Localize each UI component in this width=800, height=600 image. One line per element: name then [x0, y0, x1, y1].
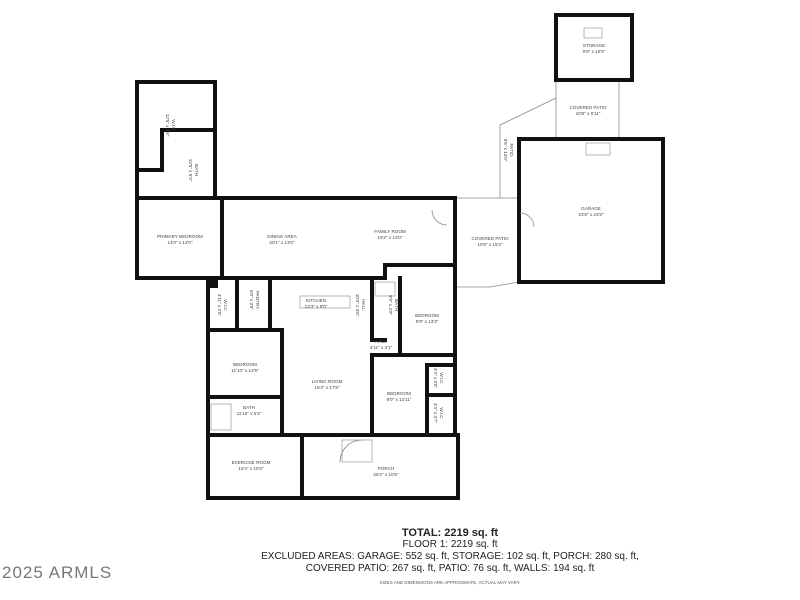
- svg-text:LIVING ROOM: LIVING ROOM: [312, 379, 343, 384]
- storage-fixture: [583, 27, 603, 39]
- svg-text:5'0" x 3'8": 5'0" x 3'8": [249, 290, 254, 310]
- svg-text:W.I.C: W.I.C: [439, 372, 444, 384]
- svg-text:EXERCISE ROOM: EXERCISE ROOM: [232, 460, 271, 465]
- svg-text:15'4" x 17'8": 15'4" x 17'8": [314, 385, 340, 390]
- porch-steps: [341, 439, 373, 463]
- outdoor-outlines: [455, 80, 620, 288]
- bathtub: [210, 403, 232, 431]
- svg-text:GARAGE: GARAGE: [581, 206, 601, 211]
- room-wic-primary: W.I.C12'5" x 9'8": [165, 114, 176, 137]
- svg-text:12'5" x 5'3": 12'5" x 5'3": [188, 159, 193, 182]
- svg-text:PORCH: PORCH: [378, 466, 395, 471]
- svg-text:BEDROOM: BEDROOM: [233, 362, 257, 367]
- svg-text:8'9" x 13'3": 8'9" x 13'3": [416, 319, 439, 324]
- door-swing: [339, 439, 363, 463]
- svg-text:20'1" x 13'0": 20'1" x 13'0": [269, 240, 295, 245]
- excluded-areas-line-2: COVERED PATIO: 267 sq. ft, PATIO: 76 sq.…: [305, 563, 595, 574]
- svg-text:STORAGE: STORAGE: [583, 43, 605, 48]
- svg-text:COVERED PATIO: COVERED PATIO: [569, 105, 607, 110]
- garage-fixture: [585, 142, 611, 156]
- svg-text:FAMILY ROOM: FAMILY ROOM: [374, 229, 406, 234]
- watermark: 2025 ARMLS: [2, 563, 113, 582]
- excluded-areas-line-1: EXCLUDED AREAS: GARAGE: 552 sq. ft, STOR…: [261, 551, 639, 562]
- svg-text:4'4" x 3'7": 4'4" x 3'7": [433, 403, 438, 423]
- svg-text:W.I.C: W.I.C: [171, 119, 176, 131]
- room-wic-3: W.I.C4'4" x 3'7": [433, 403, 444, 423]
- svg-text:11'10" x 12'9": 11'10" x 12'9": [231, 368, 259, 373]
- svg-text:DINING AREA: DINING AREA: [267, 234, 298, 239]
- svg-text:26'2" x 10'9": 26'2" x 10'9": [373, 472, 399, 477]
- svg-text:15'4" x 10'3": 15'4" x 10'3": [238, 466, 264, 471]
- svg-text:8'9" x 4'9": 8'9" x 4'9": [388, 295, 393, 315]
- bathtub: [374, 281, 396, 297]
- svg-text:BATH: BATH: [394, 299, 399, 311]
- svg-text:W.I.C: W.I.C: [439, 407, 444, 419]
- svg-text:4'11" x 3'1": 4'11" x 3'1": [370, 345, 393, 350]
- svg-text:HALL: HALL: [361, 299, 366, 311]
- kitchen-island: [299, 295, 351, 309]
- svg-text:KITCHEN: KITCHEN: [306, 298, 326, 303]
- svg-text:4'11" x 2'8": 4'11" x 2'8": [217, 294, 222, 317]
- svg-text:BATH: BATH: [243, 405, 255, 410]
- svg-text:12'5" x 9'8": 12'5" x 9'8": [165, 114, 170, 137]
- svg-text:HALL: HALL: [375, 339, 387, 344]
- svg-text:9'0" x 12'11": 9'0" x 12'11": [387, 397, 412, 402]
- door-swing: [431, 209, 448, 226]
- svg-text:BATH: BATH: [194, 164, 199, 176]
- svg-text:PATIO: PATIO: [509, 143, 514, 157]
- svg-text:23'8" x 23'3": 23'8" x 23'3": [578, 212, 604, 217]
- svg-text:9'5" x 13'0": 9'5" x 13'0": [503, 139, 508, 162]
- svg-text:BEDROOM: BEDROOM: [387, 391, 411, 396]
- svg-text:10'3" x 3'8": 10'3" x 3'8": [355, 294, 360, 317]
- svg-text:PRIMARY BEDROOM: PRIMARY BEDROOM: [157, 234, 203, 239]
- room-wic-1: W.I.C4'11" x 2'8": [217, 294, 228, 317]
- floor-area: FLOOR 1: 2219 sq. ft: [402, 539, 498, 550]
- svg-text:10'9" x 15'2": 10'9" x 15'2": [477, 242, 503, 247]
- svg-text:19'2" x 13'0": 19'2" x 13'0": [377, 235, 403, 240]
- svg-text:10'8" x 9'11": 10'8" x 9'11": [576, 111, 601, 116]
- total-area: TOTAL: 2219 sq. ft: [401, 527, 499, 539]
- walls: [135, 13, 665, 500]
- svg-text:W.I.C: W.I.C: [223, 299, 228, 311]
- room-wic-2: W.I.C4'4" x 3'8": [433, 368, 444, 388]
- disclaimer: SIZES AND DIMENSIONS ARE APPROXIMATE, AC…: [379, 580, 521, 585]
- svg-text:9'8" x 10'5": 9'8" x 10'5": [583, 49, 606, 54]
- svg-text:BEDROOM: BEDROOM: [415, 313, 439, 318]
- fixtures: [210, 27, 611, 463]
- svg-text:11'10" x 5'2": 11'10" x 5'2": [237, 411, 262, 416]
- svg-text:4'4" x 3'8": 4'4" x 3'8": [433, 368, 438, 388]
- svg-text:PANTRY: PANTRY: [255, 291, 260, 309]
- door-swing: [519, 212, 535, 228]
- svg-text:14'0" x 13'0": 14'0" x 13'0": [167, 240, 193, 245]
- svg-text:13'3" x 9'0": 13'3" x 9'0": [305, 304, 328, 309]
- svg-text:COVERED PATIO: COVERED PATIO: [471, 236, 509, 241]
